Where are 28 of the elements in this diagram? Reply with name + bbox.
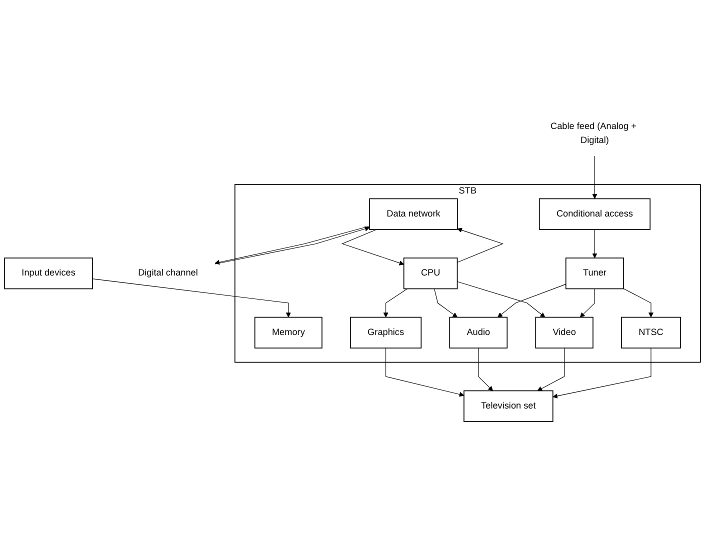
node-box: Data network xyxy=(369,198,458,230)
node-text: Digital channel xyxy=(138,268,198,278)
arrow xyxy=(592,156,598,199)
arrow xyxy=(580,288,595,318)
arrow xyxy=(478,348,494,391)
arrow xyxy=(386,348,464,397)
node-box: Graphics xyxy=(350,316,422,348)
arrow xyxy=(457,281,546,318)
node-box: Audio xyxy=(449,316,508,348)
arrow xyxy=(434,288,458,318)
node-text: Cable feed (Analog + Digital) xyxy=(550,122,636,146)
arrow xyxy=(498,284,566,318)
node-box: Television set xyxy=(464,390,554,422)
node-box: Conditional access xyxy=(538,198,650,230)
arrow xyxy=(592,229,598,258)
node-box: Video xyxy=(535,316,594,348)
node-box: Input devices xyxy=(4,258,93,290)
arrow xyxy=(342,229,404,266)
node-box: Tuner xyxy=(565,258,624,290)
node-box: Memory xyxy=(254,316,322,348)
node-box: CPU xyxy=(403,258,458,290)
arrow xyxy=(457,228,504,263)
arrow xyxy=(623,288,654,318)
arrow xyxy=(92,278,291,318)
arrow xyxy=(383,288,408,318)
arrow xyxy=(537,348,565,391)
arrow xyxy=(552,348,652,398)
node-box: NTSC xyxy=(621,316,681,348)
